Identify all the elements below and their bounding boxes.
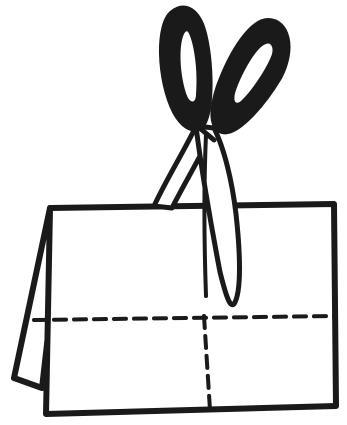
paper-front-panel [46,204,336,414]
folded-paper-icon [14,204,336,414]
scissors-inner-blade [205,134,207,296]
